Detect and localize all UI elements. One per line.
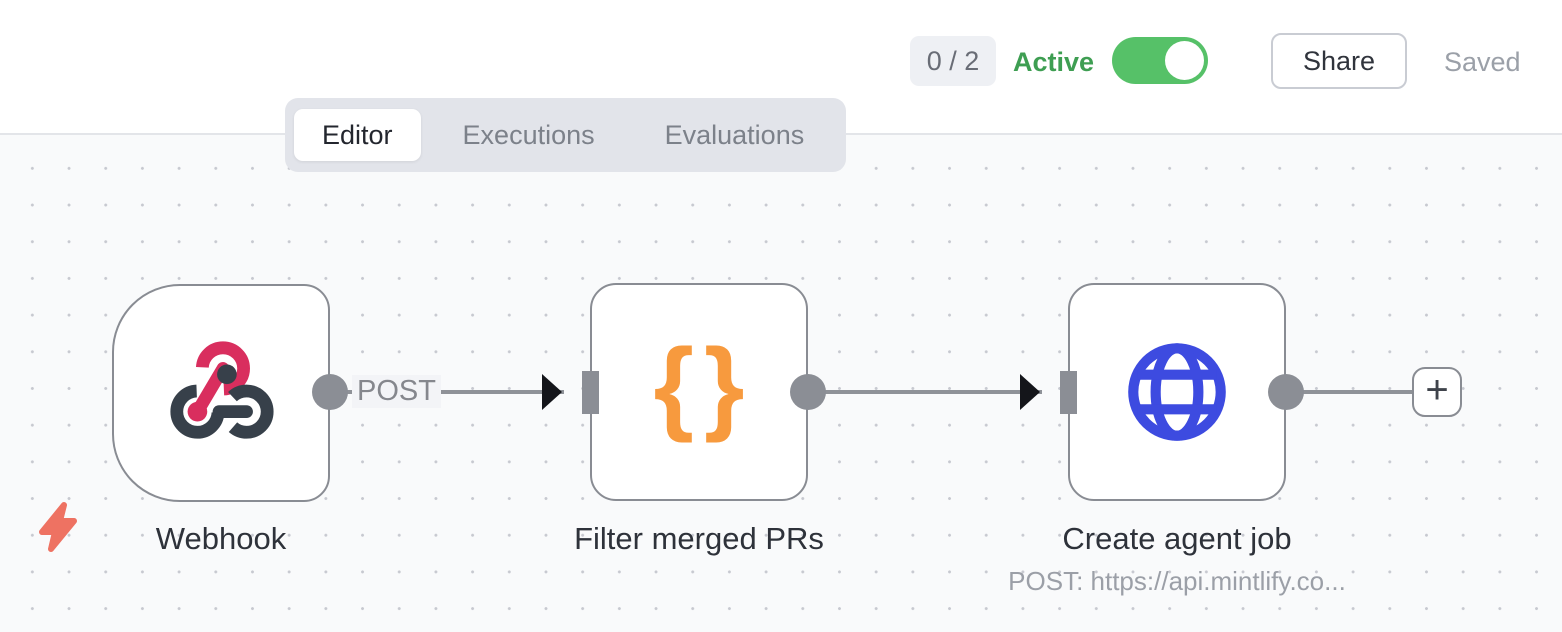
- connection-http-to-add[interactable]: [1296, 390, 1414, 394]
- active-label: Active: [1013, 47, 1095, 77]
- node-label-create-agent-job: Create agent job: [1062, 521, 1292, 556]
- http-output-port[interactable]: [1268, 374, 1304, 410]
- webhook-icon: [114, 286, 328, 500]
- share-button[interactable]: Share: [1271, 33, 1407, 89]
- node-sublabel-create-agent-job: POST: https://api.mintlify.co...: [1008, 566, 1346, 596]
- saved-status: Saved: [1444, 47, 1521, 77]
- view-tabs: Editor Executions Evaluations: [285, 98, 847, 172]
- node-filter-merged-prs[interactable]: {}: [590, 283, 808, 501]
- active-toggle[interactable]: [1112, 37, 1208, 84]
- issues-count-badge[interactable]: 0 / 2: [910, 36, 996, 86]
- filter-output-port[interactable]: [790, 374, 826, 410]
- webhook-output-port[interactable]: [312, 374, 348, 410]
- plus-icon: +: [1425, 368, 1449, 412]
- http-input-port[interactable]: [1060, 371, 1077, 414]
- node-webhook[interactable]: [112, 284, 330, 502]
- filter-input-arrow-icon: [542, 374, 562, 410]
- node-label-webhook: Webhook: [155, 521, 287, 556]
- tab-editor[interactable]: Editor: [294, 109, 421, 161]
- trigger-bolt-icon: [39, 502, 77, 552]
- connection-webhook-to-filter[interactable]: [340, 390, 564, 394]
- tab-evaluations[interactable]: Evaluations: [664, 119, 805, 150]
- add-node-button[interactable]: +: [1412, 367, 1462, 417]
- top-bar: 0 / 2 Active Share Saved: [0, 0, 1562, 135]
- filter-input-port[interactable]: [582, 371, 599, 414]
- http-input-arrow-icon: [1020, 374, 1040, 410]
- connection-filter-to-http[interactable]: [818, 390, 1042, 394]
- connection-output-label: POST: [352, 375, 441, 408]
- code-braces-icon: {}: [653, 328, 755, 444]
- tab-executions[interactable]: Executions: [462, 119, 595, 150]
- node-create-agent-job[interactable]: [1068, 283, 1286, 501]
- globe-icon: [1070, 285, 1284, 499]
- node-label-filter: Filter merged PRs: [574, 521, 824, 556]
- toggle-knob: [1165, 41, 1204, 80]
